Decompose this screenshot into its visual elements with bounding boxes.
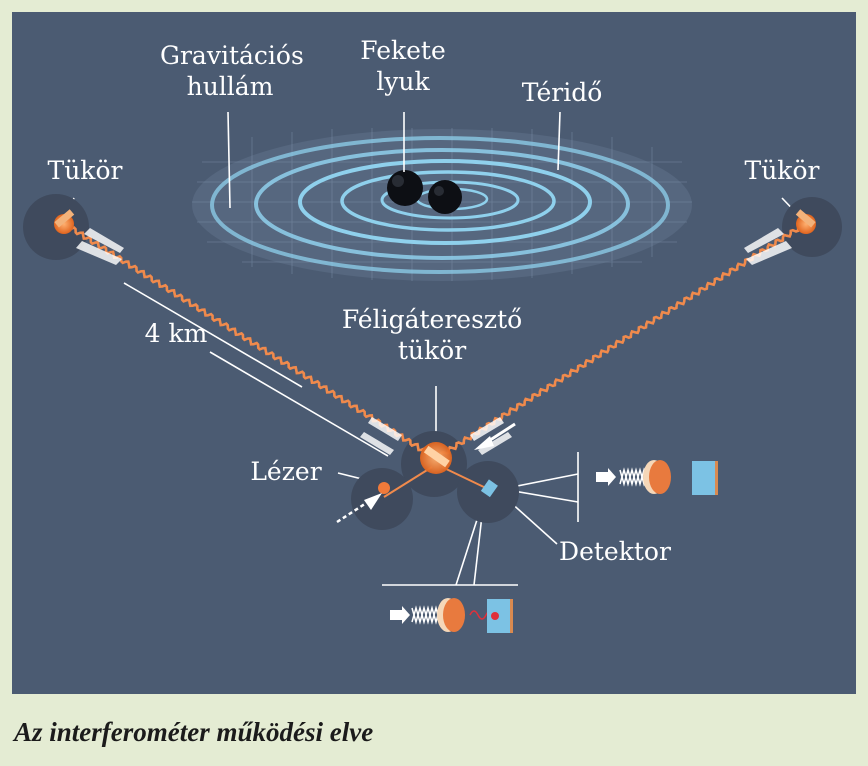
detail-signal [390,598,513,633]
label-mirror-left: Tükör [47,156,123,185]
label-black-hole: Fekete lyuk [360,36,446,96]
strain-arrows [76,228,792,455]
pointer-arrows [336,422,516,524]
interferometer-illustration [23,111,842,633]
label-laser: Lézer [250,457,322,486]
label-spacetime: Téridő [521,78,603,107]
beam-splitter [420,442,452,474]
label-gravitational-wave: Gravitációs hullám [160,41,304,101]
laser-arms [66,223,803,498]
label-mirror-right: Tükör [744,156,820,185]
diagram-panel: Gravitációs hullám Fekete lyuk Téridő Tü… [12,12,856,694]
detector-device [480,479,498,498]
mirror-left [54,209,75,234]
detail-no-signal [596,460,718,495]
figure-caption: Az interferométer működési elve [14,717,374,747]
laser-source [378,482,390,494]
label-detector: Detektor [559,537,671,566]
black-holes [387,170,462,214]
mirror-right [795,209,816,234]
label-distance: 4 km [144,319,208,348]
label-beam-splitter: Féligáteresztő tükör [341,305,523,365]
